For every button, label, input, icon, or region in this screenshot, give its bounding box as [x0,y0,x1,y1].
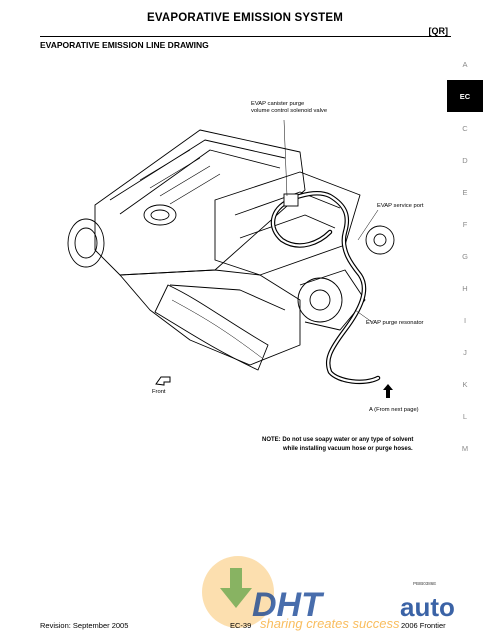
evap-purge-hose [270,191,381,385]
engine-block [119,269,301,366]
tab-label: J [463,347,467,357]
engine-code-badge: [QR] [428,26,449,36]
svg-text:DHT: DHT [252,586,325,624]
tab-label: M [461,443,469,453]
tab-label: G [462,251,468,261]
engine-line-drawing [67,119,395,398]
tab-label: L [462,411,468,421]
tab-c[interactable]: C [447,112,483,144]
note-line: NOTE: Do not use soapy water or any type… [262,437,414,443]
section-index-tabs: A EC C D E F G H I J K L M [447,48,483,464]
tab-label: E [462,187,468,197]
tab-e[interactable]: E [447,176,483,208]
section-title: EVAPORATIVE EMISSION LINE DRAWING [40,40,209,50]
tab-label: I [463,315,467,325]
throttle-body [67,218,105,268]
tab-f[interactable]: F [447,208,483,240]
footer-page-number: EC-39 [230,621,252,630]
svg-text:sharing creates success: sharing creates success [260,616,400,631]
tab-l[interactable]: L [447,400,483,432]
tab-ec[interactable]: EC [447,80,483,112]
tab-j[interactable]: J [447,336,483,368]
page-title: EVAPORATIVE EMISSION SYSTEM [146,12,344,24]
tab-k[interactable]: K [447,368,483,400]
alternator [365,225,395,255]
pulley [297,277,343,323]
front-arrow-icon [155,376,171,386]
callout-purge-valve: EVAP canister purge volume control solen… [251,101,327,115]
callout-purge-resonator: EVAP purge resonator [366,320,424,326]
tab-label: D [462,155,468,165]
watermark-logo: DHT auto sharing creates success [202,556,455,631]
tab-label: A [462,59,468,69]
arrow-up-icon [383,384,393,398]
callout-from-next-page: A (From next page) [369,407,419,413]
tab-label: K [462,379,468,389]
tab-a[interactable]: A [447,48,483,80]
tab-m[interactable]: M [447,432,483,464]
valve-cover [214,171,361,276]
caution-note: NOTE: Do not use soapy water or any type… [262,436,413,454]
callout-service-port: EVAP service port [377,203,424,209]
tab-label: H [462,283,468,293]
tab-label: F [462,219,468,229]
footer-model: 2006 Frontier [401,621,446,630]
air-duct [154,284,269,371]
purge-solenoid-valve [283,193,299,207]
front-label: Front [152,389,166,395]
header-divider [40,36,451,37]
tab-g[interactable]: G [447,240,483,272]
tab-label: C [462,123,468,133]
tab-h[interactable]: H [447,272,483,304]
intake-manifold [94,129,306,276]
callout-line: EVAP canister purge [251,101,305,107]
svg-text:auto: auto [400,592,455,622]
note-line: while installing vacuum hose or purge ho… [283,446,413,452]
callout-line: volume control solenoid valve [251,108,328,114]
figure-code: PBIB0386E [413,581,437,586]
tab-label: EC [459,91,471,101]
tab-i[interactable]: I [447,304,483,336]
tab-d[interactable]: D [447,144,483,176]
footer-revision: Revision: September 2005 [40,621,129,630]
